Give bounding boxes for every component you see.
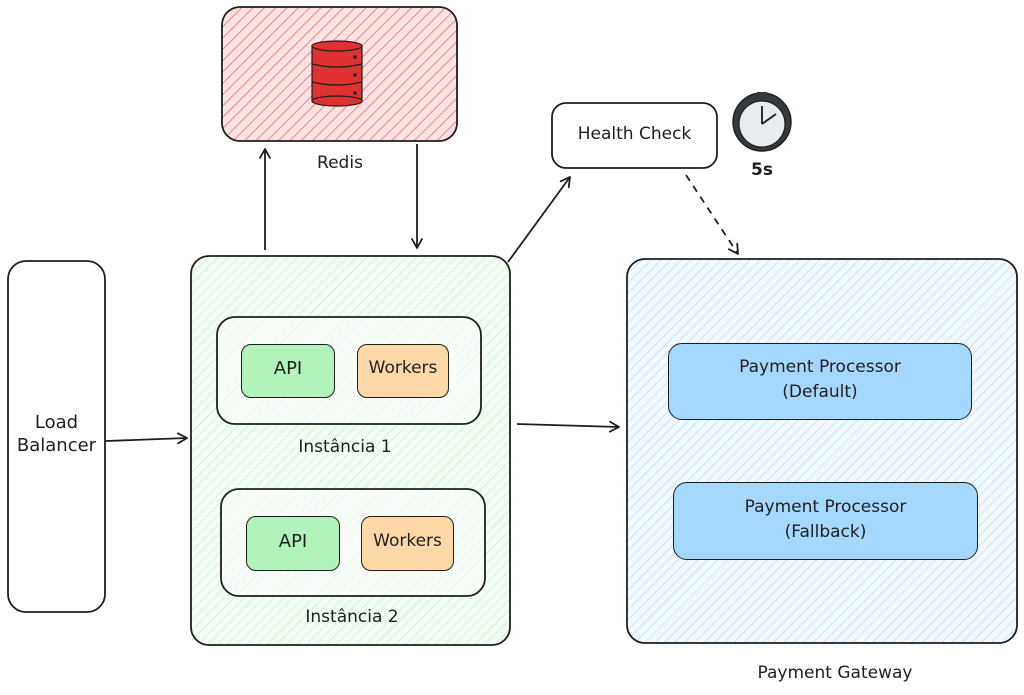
clock-icon xyxy=(732,92,792,152)
api-label-2: API xyxy=(278,531,308,552)
processor-default-label: Payment Processor (Default) xyxy=(739,357,901,402)
arrow-instances-to-gateway xyxy=(516,420,620,433)
workers-box-2 xyxy=(361,516,454,571)
health-check-box xyxy=(551,102,718,169)
instance-1-label: Instância 1 xyxy=(298,437,392,457)
load-balancer-label: Load Balancer xyxy=(16,412,97,457)
workers-label-2: Workers xyxy=(373,531,442,551)
instance-2-label: Instância 2 xyxy=(305,607,399,627)
gateway-label: Payment Gateway xyxy=(757,663,913,683)
load-balancer-box xyxy=(7,260,106,613)
processor-default-box xyxy=(668,343,972,420)
workers-box-1 xyxy=(357,344,449,398)
api-box-2 xyxy=(246,516,340,571)
processor-fallback-box xyxy=(673,482,978,560)
arrow-lb-to-instances xyxy=(105,432,188,445)
api-box-1 xyxy=(241,344,335,398)
interval-label: 5s xyxy=(751,160,773,180)
arrow-health-check-to-gateway xyxy=(685,174,739,255)
health-check-label: Health Check xyxy=(577,124,692,144)
processor-fallback-label: Payment Processor (Fallback) xyxy=(744,497,907,542)
arrow-instances-to-health-check xyxy=(507,176,571,263)
redis-label: Redis xyxy=(317,153,363,173)
api-label-1: API xyxy=(273,358,303,379)
workers-label-1: Workers xyxy=(368,358,438,378)
gateway-container xyxy=(626,258,1018,644)
database-icon xyxy=(311,40,363,107)
